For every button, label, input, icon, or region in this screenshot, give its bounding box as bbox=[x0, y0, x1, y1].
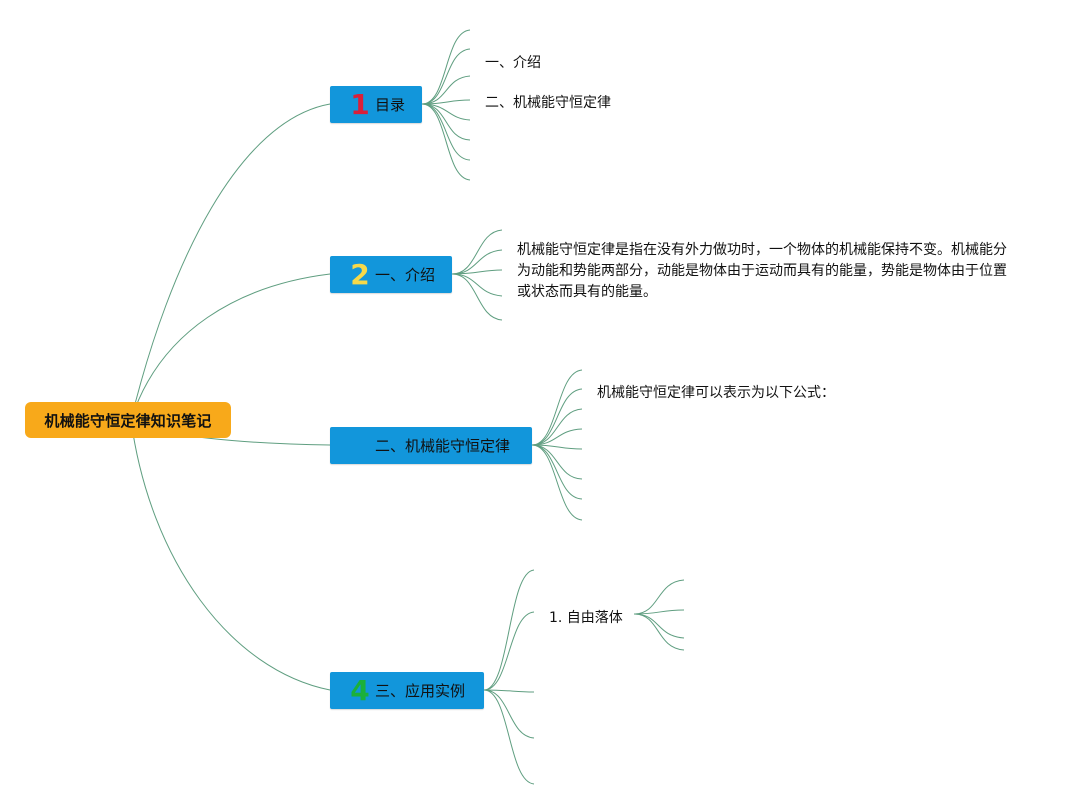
subtopic-intro[interactable]: 一、介绍 bbox=[485, 55, 541, 71]
fan-topic-4 bbox=[483, 569, 535, 785]
number-4-icon: 4 bbox=[350, 674, 370, 707]
fan-topic-1 bbox=[421, 29, 471, 181]
connector-root-topic-2 bbox=[130, 273, 331, 421]
subtopic-law[interactable]: 二、机械能守恒定律 bbox=[485, 95, 611, 111]
formula-intro[interactable]: 机械能守恒定律可以表示为以下公式： bbox=[597, 385, 835, 401]
connector-root-topic-4 bbox=[130, 419, 331, 691]
intro-description[interactable]: 机械能守恒定律是指在没有外力做功时，一个物体的机械能保持不变。机械能分为动能和势… bbox=[517, 242, 1007, 300]
number-2-icon: 2 bbox=[350, 258, 370, 291]
topic-law-label: 二、机械能守恒定律 bbox=[375, 437, 511, 455]
topic-examples[interactable]: 4 三、应用实例 bbox=[330, 672, 484, 709]
topic-contents-label: 目录 bbox=[375, 96, 406, 114]
number-1-icon: 1 bbox=[350, 88, 370, 121]
topic-examples-label: 三、应用实例 bbox=[375, 682, 466, 700]
root-topic-label: 机械能守恒定律知识笔记 bbox=[44, 411, 212, 430]
example-free-fall[interactable]: 1. 自由落体 bbox=[549, 610, 623, 626]
topic-introduction-label: 一、介绍 bbox=[375, 266, 436, 284]
topic-law[interactable]: 二、机械能守恒定律 bbox=[330, 427, 532, 464]
fan-topic-2 bbox=[451, 229, 503, 321]
topic-contents[interactable]: 1 目录 bbox=[330, 86, 422, 123]
topic-introduction[interactable]: 2 一、介绍 bbox=[330, 256, 452, 293]
connector-root-topic-1 bbox=[130, 103, 331, 421]
fan-free-fall bbox=[633, 579, 685, 651]
fan-topic-3 bbox=[531, 369, 583, 521]
root-topic[interactable]: 机械能守恒定律知识笔记 bbox=[25, 402, 231, 438]
